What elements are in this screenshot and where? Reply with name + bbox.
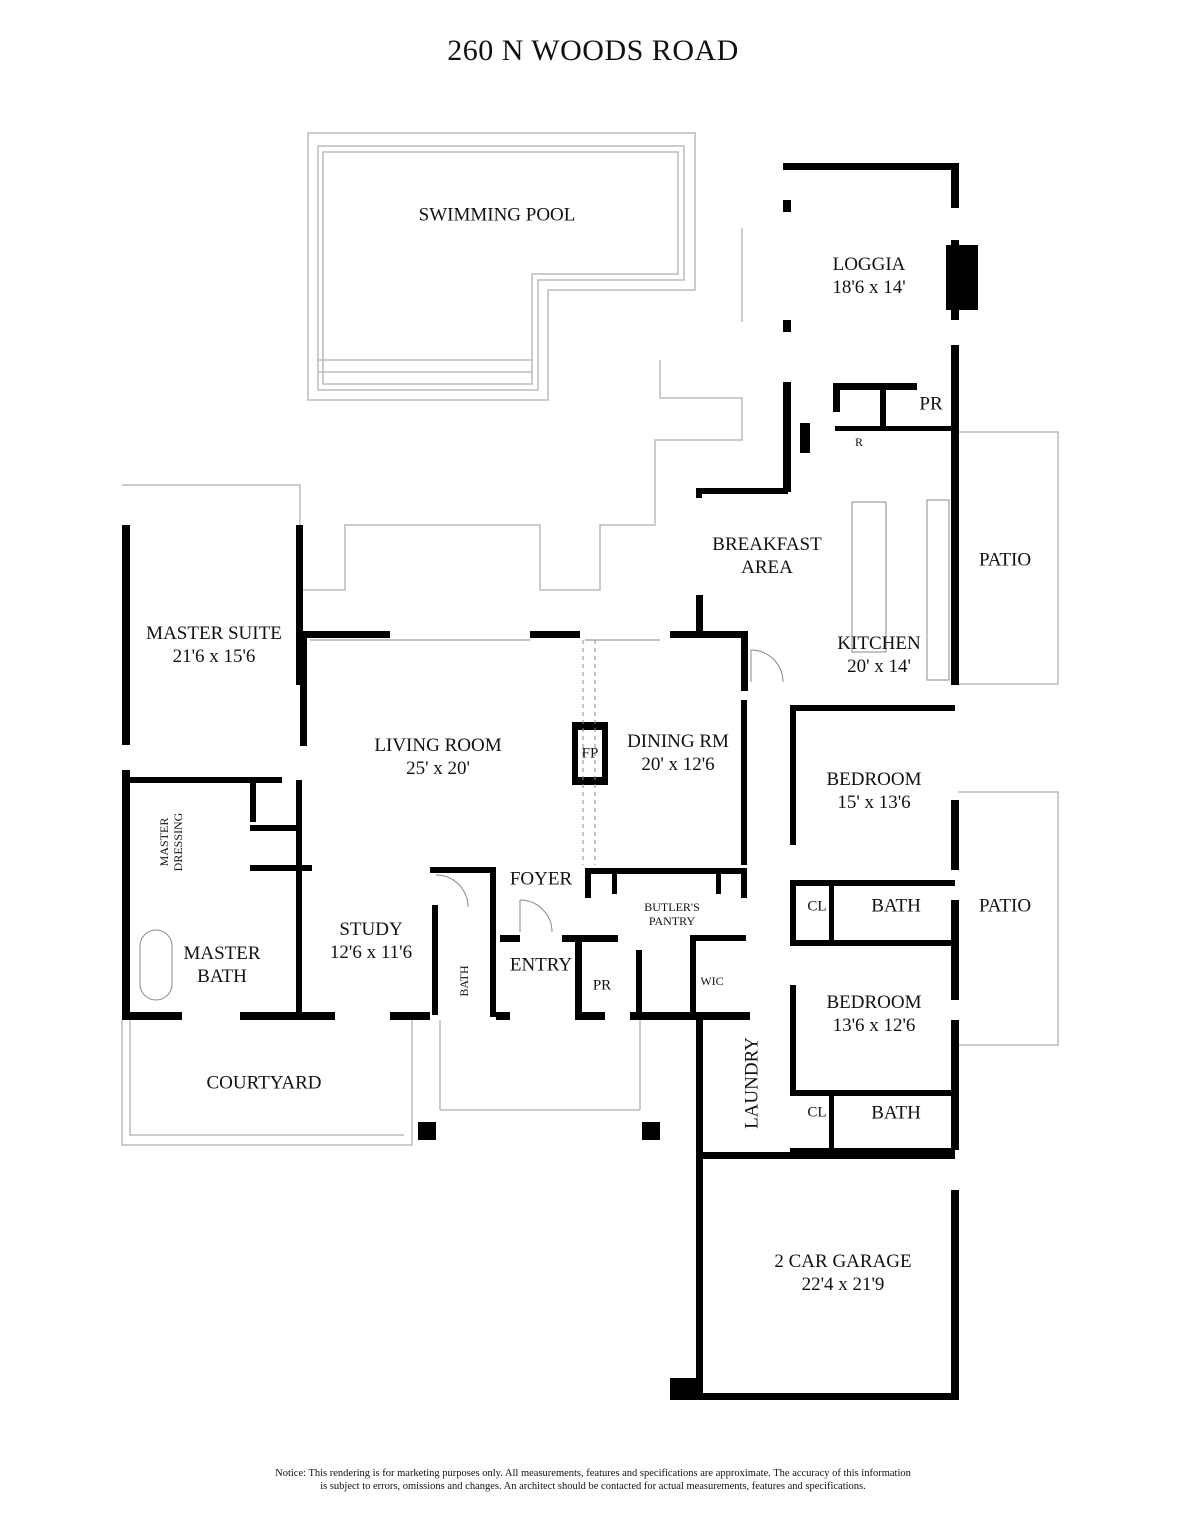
label-laundry: LAUNDRY [741,1037,763,1129]
label-entry: ENTRY [509,954,573,976]
label-patio-upper: PATIO [978,549,1032,571]
label-pr-lower: PR [592,977,612,994]
label-swimming-pool: SWIMMING POOL [418,204,576,226]
label-bath-1: BATH [871,895,921,917]
label-closet-1: CL [807,898,827,915]
label-foyer: FOYER [509,868,573,890]
plan-title: 260 N WOODS ROAD [447,34,739,67]
label-wic: WIC [700,974,724,988]
disclaimer-notice: Notice: This rendering is for marketing … [275,1468,911,1492]
label-refrigerator: R [854,435,864,449]
label-courtyard: COURTYARD [206,1072,322,1094]
label-closet-2: CL [807,1104,827,1121]
pool-deck-outline [307,132,696,401]
label-patio-lower: PATIO [978,895,1032,917]
label-pr-upper: PR [919,393,943,415]
label-bath-2: BATH [871,1102,921,1124]
label-study-bath: BATH [457,965,471,997]
label-fireplace: FP [581,745,599,762]
